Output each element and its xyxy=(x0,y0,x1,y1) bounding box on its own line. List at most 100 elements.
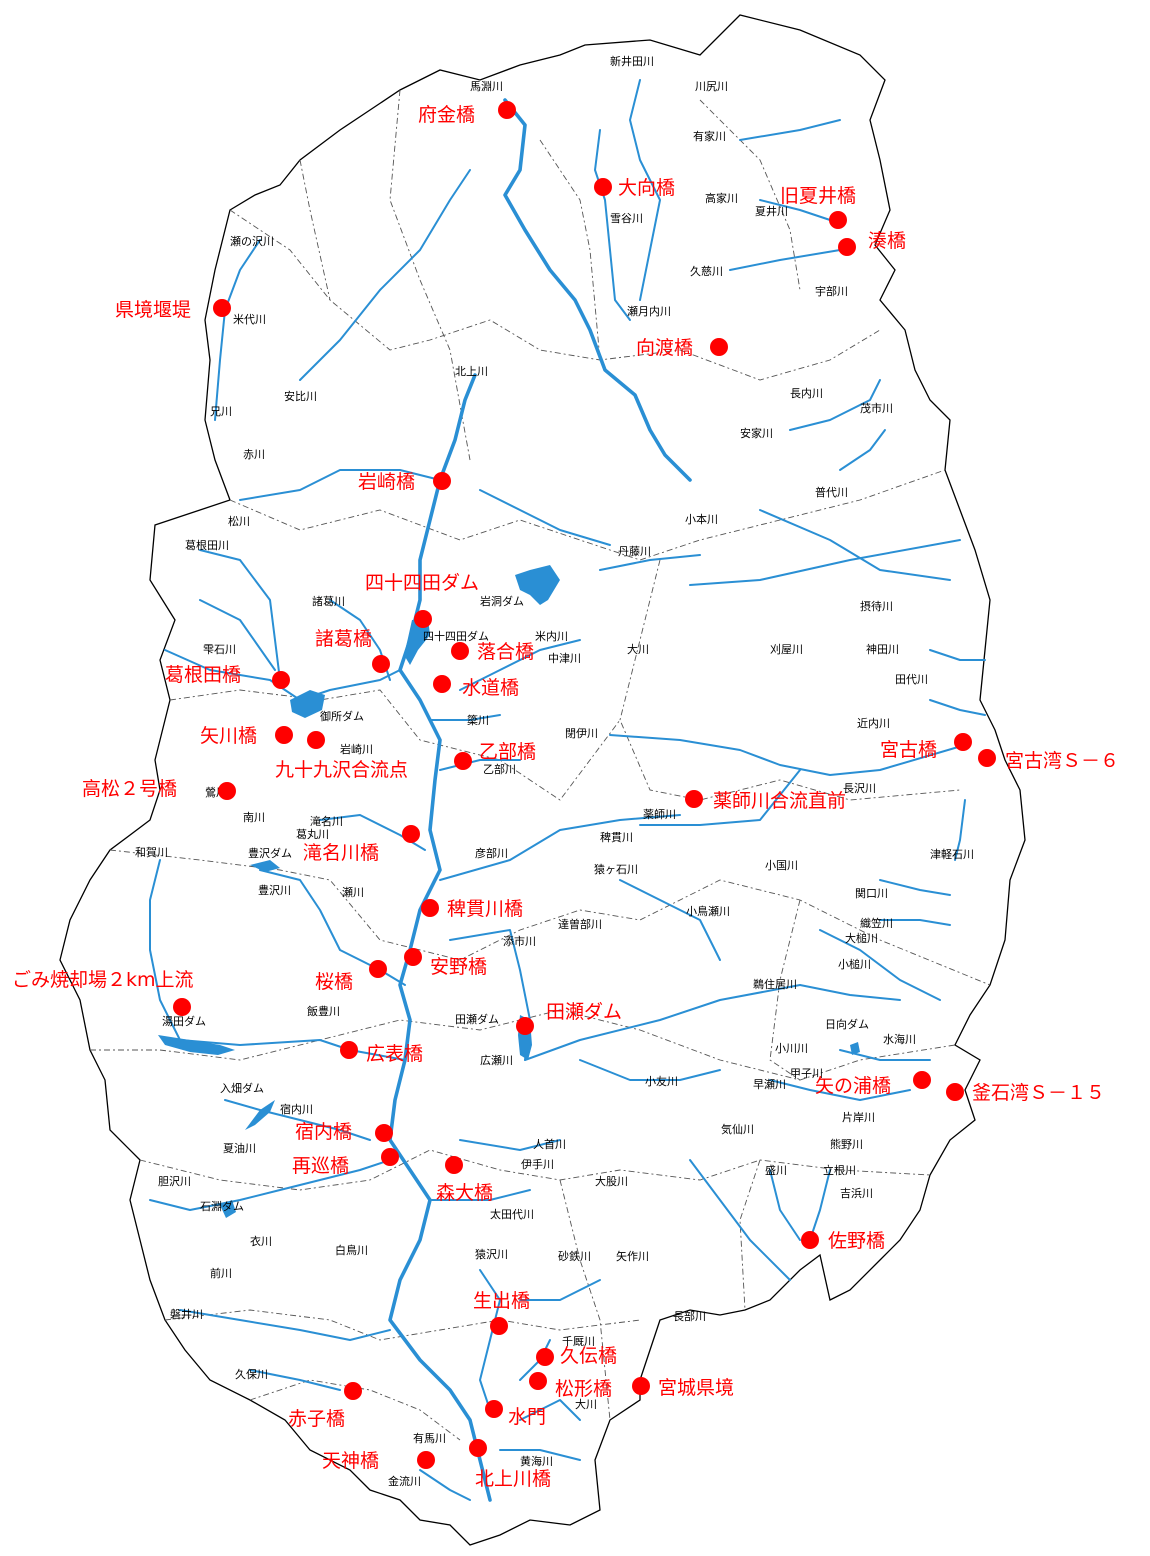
river-label: 雫石川 xyxy=(203,643,236,656)
station-dot[interactable] xyxy=(433,472,451,490)
river-label: 長内川 xyxy=(790,386,823,400)
river-label: 砂鉄川 xyxy=(558,1249,591,1263)
station-dot[interactable] xyxy=(307,731,325,749)
station-label: 薬師川合流直前 xyxy=(713,790,846,812)
river-label: 小国川 xyxy=(765,859,798,872)
river-label: 甲子川 xyxy=(790,1067,823,1080)
river-label: 磐井川 xyxy=(170,1307,203,1321)
station-label: 北上川橋 xyxy=(475,1468,551,1490)
gosho-dam xyxy=(290,690,325,718)
river-label: 大川 xyxy=(627,642,649,656)
river-label: 立根川 xyxy=(823,1163,856,1177)
river-label: 猿ヶ石川 xyxy=(594,862,638,876)
river-label: 南川 xyxy=(243,811,265,824)
station-dot[interactable] xyxy=(490,1317,508,1335)
station-label: 生出橋 xyxy=(473,1290,530,1312)
station-dot[interactable] xyxy=(632,1377,650,1395)
station-dot[interactable] xyxy=(829,211,847,229)
river-label: 米内川 xyxy=(535,629,568,643)
station-label: 佐野橋 xyxy=(828,1230,885,1252)
station-dot[interactable] xyxy=(433,675,451,693)
river-label: 入畑ダム xyxy=(220,1081,264,1095)
station-dot[interactable] xyxy=(213,299,231,317)
river-label: 普代川 xyxy=(815,485,848,499)
station-dot[interactable] xyxy=(498,101,516,119)
station-dot[interactable] xyxy=(381,1148,399,1166)
river-label: 葛根田川 xyxy=(185,538,229,552)
station-label: 宮古橋 xyxy=(880,739,937,761)
station-dot[interactable] xyxy=(516,1017,534,1035)
station-label: 宮城県境 xyxy=(658,1377,734,1399)
station-dot[interactable] xyxy=(372,655,390,673)
station-dot[interactable] xyxy=(414,610,432,628)
station-dot[interactable] xyxy=(594,178,612,196)
river-label: 瀬川 xyxy=(342,885,364,899)
river-label: 安比川 xyxy=(284,389,317,403)
river-label: 川尻川 xyxy=(695,80,728,93)
station-dot[interactable] xyxy=(402,825,420,843)
station-dot[interactable] xyxy=(801,1231,819,1249)
river-label: 胆沢川 xyxy=(158,1174,191,1188)
station-dot[interactable] xyxy=(344,1382,362,1400)
river-label: 安家川 xyxy=(740,426,773,440)
river-label: 乙部川 xyxy=(483,762,516,776)
river-label: 米代川 xyxy=(233,313,266,326)
river-label: 薬師川 xyxy=(643,808,676,821)
river-label: 瀬月内川 xyxy=(627,304,671,318)
station-dot[interactable] xyxy=(404,948,422,966)
river-label: 滝名川 xyxy=(310,814,343,828)
station-label: 森大橋 xyxy=(436,1182,493,1204)
prefecture-outline xyxy=(59,14,1026,1546)
station-dot[interactable] xyxy=(275,726,293,744)
station-dot[interactable] xyxy=(451,642,469,660)
river-label: 岩崎川 xyxy=(340,742,373,756)
river-label: 摂待川 xyxy=(860,599,893,613)
station-dot[interactable] xyxy=(218,782,236,800)
iribata-dam xyxy=(245,1100,275,1130)
station-dot[interactable] xyxy=(272,671,290,689)
station-dot[interactable] xyxy=(454,752,472,770)
station-label: 九十九沢合流点 xyxy=(275,759,408,781)
river-label: 伊手川 xyxy=(521,1157,554,1171)
station-dot[interactable] xyxy=(529,1372,547,1390)
station-dot[interactable] xyxy=(978,749,996,767)
river-label: 長部川 xyxy=(673,1309,706,1323)
station-label: 稗貫川橋 xyxy=(447,898,523,920)
station-dot[interactable] xyxy=(913,1071,931,1089)
station-dot[interactable] xyxy=(838,238,856,256)
river-label: 大川 xyxy=(575,1397,597,1411)
station-label: 岩崎橋 xyxy=(358,471,415,493)
river-label: 四十四田ダム xyxy=(423,629,489,643)
station-label: 宮古湾Ｓ－６ xyxy=(1005,750,1119,772)
river-label: 松川 xyxy=(228,514,250,528)
station-dot[interactable] xyxy=(946,1083,964,1101)
station-dot[interactable] xyxy=(445,1156,463,1174)
station-dot[interactable] xyxy=(340,1041,358,1059)
river-label: 閉伊川 xyxy=(565,727,598,740)
station-dot[interactable] xyxy=(536,1348,554,1366)
station-dot[interactable] xyxy=(685,790,703,808)
station-dot[interactable] xyxy=(173,998,191,1016)
mabuchi-river xyxy=(503,98,692,482)
station-label: 葛根田橋 xyxy=(165,664,241,686)
station-dot[interactable] xyxy=(369,960,387,978)
yuda-dam xyxy=(158,1035,235,1055)
station-dot[interactable] xyxy=(710,338,728,356)
station-dot[interactable] xyxy=(954,733,972,751)
station-dot[interactable] xyxy=(417,1451,435,1469)
river-label: 瀬の沢川 xyxy=(230,234,274,248)
river-label: 金流川 xyxy=(388,1474,421,1488)
river-label: 関口川 xyxy=(855,887,888,900)
station-dot[interactable] xyxy=(375,1124,393,1142)
river-label: 熊野川 xyxy=(830,1137,863,1151)
station-label: 矢川橋 xyxy=(200,725,257,747)
river-label: 長沢川 xyxy=(843,781,876,795)
river-label: 黄海川 xyxy=(520,1454,553,1468)
river-label: 小本川 xyxy=(685,512,718,526)
station-label: 向渡橋 xyxy=(636,337,693,359)
station-label: 松形橋 xyxy=(555,1378,612,1400)
station-dot[interactable] xyxy=(469,1439,487,1457)
river-label: 衣川 xyxy=(250,1234,272,1248)
station-dot[interactable] xyxy=(485,1400,503,1418)
station-dot[interactable] xyxy=(421,899,439,917)
